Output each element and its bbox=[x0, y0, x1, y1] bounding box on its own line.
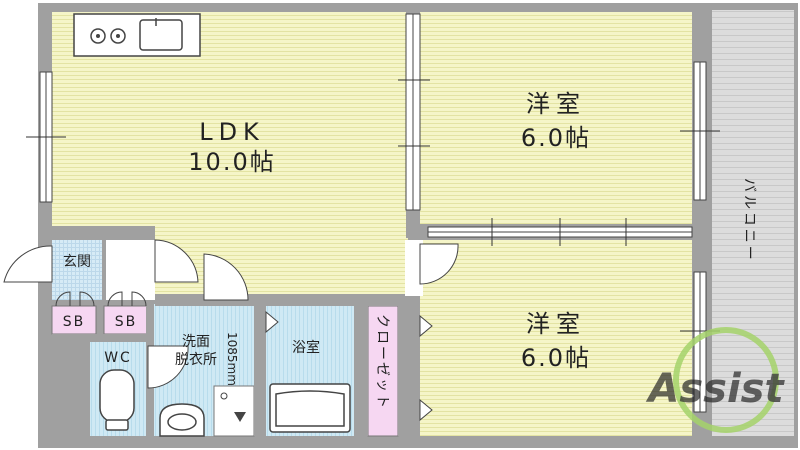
balcony bbox=[712, 10, 794, 436]
wall-entrance-mid bbox=[102, 240, 106, 300]
wall-ldk-bottom bbox=[52, 226, 155, 240]
window-ldk-western bbox=[398, 13, 430, 211]
shoebox-doors bbox=[55, 291, 147, 307]
wall-closet-right bbox=[398, 296, 420, 436]
room-ldk-name: LDK bbox=[199, 118, 265, 146]
washroom-label-line: 脱衣所 bbox=[175, 352, 217, 368]
room-western-2 bbox=[420, 240, 692, 436]
room-ldk-size: 10.0帖 bbox=[188, 148, 275, 176]
room-western-1-size: 6.0帖 bbox=[521, 124, 591, 152]
window-western-1 bbox=[680, 61, 720, 201]
kitchen-counter bbox=[73, 13, 201, 57]
wall-bath-right bbox=[354, 304, 368, 436]
assist-logo: Assist bbox=[645, 327, 785, 433]
bath-label: 浴室 bbox=[292, 339, 320, 356]
shoebox-2 bbox=[103, 305, 149, 335]
bath-door bbox=[265, 310, 279, 334]
wall-bath-left bbox=[254, 304, 266, 436]
washroom-label-line: 洗面 bbox=[182, 334, 210, 350]
room-western-1-name: 洋室 bbox=[526, 90, 586, 118]
sink-icon bbox=[139, 19, 183, 51]
closet-doors bbox=[419, 314, 433, 422]
watermark-text: Assist bbox=[645, 366, 785, 412]
stove-burner-icon bbox=[110, 28, 126, 44]
balcony-label: バルコニー bbox=[741, 178, 757, 263]
room-ldk-lower bbox=[155, 226, 408, 294]
shoebox-1 bbox=[51, 305, 97, 335]
shoebox-1-label: SB bbox=[63, 314, 86, 330]
washroom-label: 洗面脱衣所 bbox=[175, 334, 217, 368]
stove-burner-icon bbox=[90, 28, 106, 44]
door-ldk bbox=[154, 239, 199, 283]
entrance-label: 玄関 bbox=[63, 253, 91, 270]
room-western-2-size: 6.0帖 bbox=[521, 344, 591, 372]
washer-dim-label: 1085mm bbox=[225, 332, 239, 386]
door-wc bbox=[147, 345, 189, 389]
door-washroom bbox=[203, 253, 249, 301]
hallway bbox=[405, 240, 423, 296]
closet bbox=[367, 305, 399, 437]
room-western-2-name: 洋室 bbox=[526, 310, 586, 338]
entrance-floor bbox=[102, 240, 155, 300]
door-entrance bbox=[3, 245, 53, 283]
wc-label: WC bbox=[104, 350, 132, 366]
door-western-2 bbox=[419, 243, 459, 285]
bathtub-icon bbox=[269, 383, 351, 433]
entrance-area bbox=[52, 240, 102, 300]
washbasin-icon bbox=[159, 403, 205, 437]
washer-area bbox=[213, 385, 255, 437]
shoebox-2-label: SB bbox=[115, 314, 138, 330]
washer-icon bbox=[220, 392, 246, 422]
sliding-door bbox=[427, 218, 693, 246]
toilet-icon bbox=[99, 369, 135, 431]
room-western-1 bbox=[420, 12, 692, 224]
window-ldk-left bbox=[26, 71, 66, 203]
closet-label: クローゼット bbox=[374, 314, 390, 410]
entrance-left-strip bbox=[52, 334, 152, 342]
